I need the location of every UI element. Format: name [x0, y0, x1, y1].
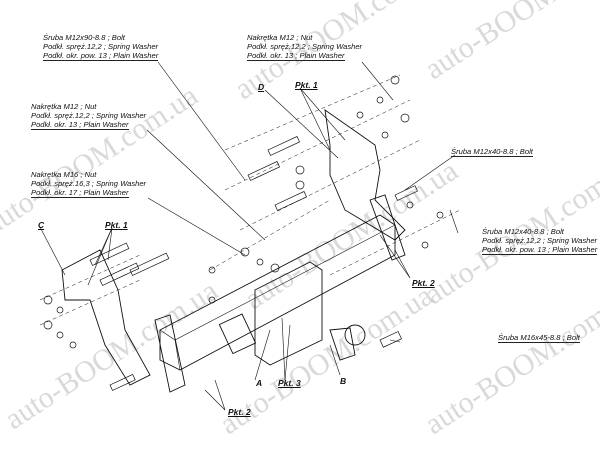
callout-bolt-m12x40-washers: Śruba M12x40-8.8 ; Bolt Podkł. spręż.12,…	[482, 227, 598, 255]
electrical-socket-plate	[218, 313, 257, 355]
callout-nut-m12-top: Nakrętka M12 ; Nut Podkł. spręż.12,2 ; S…	[247, 33, 362, 61]
right-bracket	[324, 109, 406, 241]
end-plate-left	[154, 314, 186, 393]
center-plate	[254, 261, 323, 366]
left-bracket	[61, 249, 151, 386]
callout-line: Podkł. okr. pow. 13 ; Plain Washer	[43, 51, 159, 61]
tag-pkt2-right: Pkt. 2	[412, 278, 435, 288]
tag-pkt2-bottom: Pkt. 2	[228, 407, 251, 417]
callout-line: Śruba M12x90-8.8 ; Bolt	[43, 33, 125, 42]
end-plate-right	[369, 194, 406, 261]
callout-line: Podkł. spręż.16,3 ; Spring Washer	[31, 179, 147, 188]
callout-line: Śruba M12x40-8.8 ; Bolt	[482, 227, 564, 236]
callout-nut-m12-left: Nakrętka M12 ; Nut Podkł. spręż.12,2 ; S…	[31, 102, 146, 130]
callout-line: Nakrętka M12 ; Nut	[247, 33, 313, 42]
tag-pkt1-top: Pkt. 1	[295, 80, 318, 90]
tag-d: D	[258, 82, 265, 92]
bolts	[89, 136, 418, 391]
callout-line: Nakrętka M12 ; Nut	[31, 102, 97, 111]
callout-line: Podkł. okr. 13 ; Plain Washer	[247, 51, 345, 61]
callout-line: Podkł. spręż.12,2 ; Spring Washer	[247, 42, 363, 51]
tag-pkt1-left: Pkt. 1	[105, 220, 128, 230]
callout-line: Podkł. spręż.12,2 ; Spring Washer	[482, 236, 598, 245]
callout-nut-m16: Nakrętka M16 ; Nut Podkł. spręż.16,3 ; S…	[31, 170, 146, 198]
callout-line: Podkł. okr. 17 ; Plain Washer	[31, 188, 129, 198]
callout-bolt-m16x45: Śruba M16x45-8.8 ; Bolt	[498, 333, 580, 343]
crossbeam	[159, 214, 396, 371]
tow-ball	[329, 324, 366, 361]
tag-c: C	[38, 220, 45, 230]
callout-line: Nakrętka M16 ; Nut	[31, 170, 97, 179]
leader-lines	[39, 61, 459, 411]
callout-line: Śruba M12x40-8.8 ; Bolt	[451, 147, 533, 157]
callout-line: Podkł. spręż.12,2 ; Spring Washer	[31, 111, 147, 120]
tag-a: A	[256, 378, 263, 388]
callout-bolt-m12x40: Śruba M12x40-8.8 ; Bolt	[451, 147, 533, 157]
callout-bolt-m12x90: Śruba M12x90-8.8 ; Bolt Podkł. spręż.12,…	[43, 33, 159, 61]
nuts-and-washers	[43, 75, 444, 349]
callout-line: Podkł. okr. 13 ; Plain Washer	[31, 120, 129, 130]
callout-line: Podkł. spręż.12,2 ; Spring Washer	[43, 42, 159, 51]
callout-line: Śruba M16x45-8.8 ; Bolt	[498, 333, 580, 343]
tag-pkt3: Pkt. 3	[278, 378, 301, 388]
callout-line: Podkł. okr. pow. 13 ; Plain Washer	[482, 245, 598, 255]
tag-b: B	[340, 376, 347, 386]
